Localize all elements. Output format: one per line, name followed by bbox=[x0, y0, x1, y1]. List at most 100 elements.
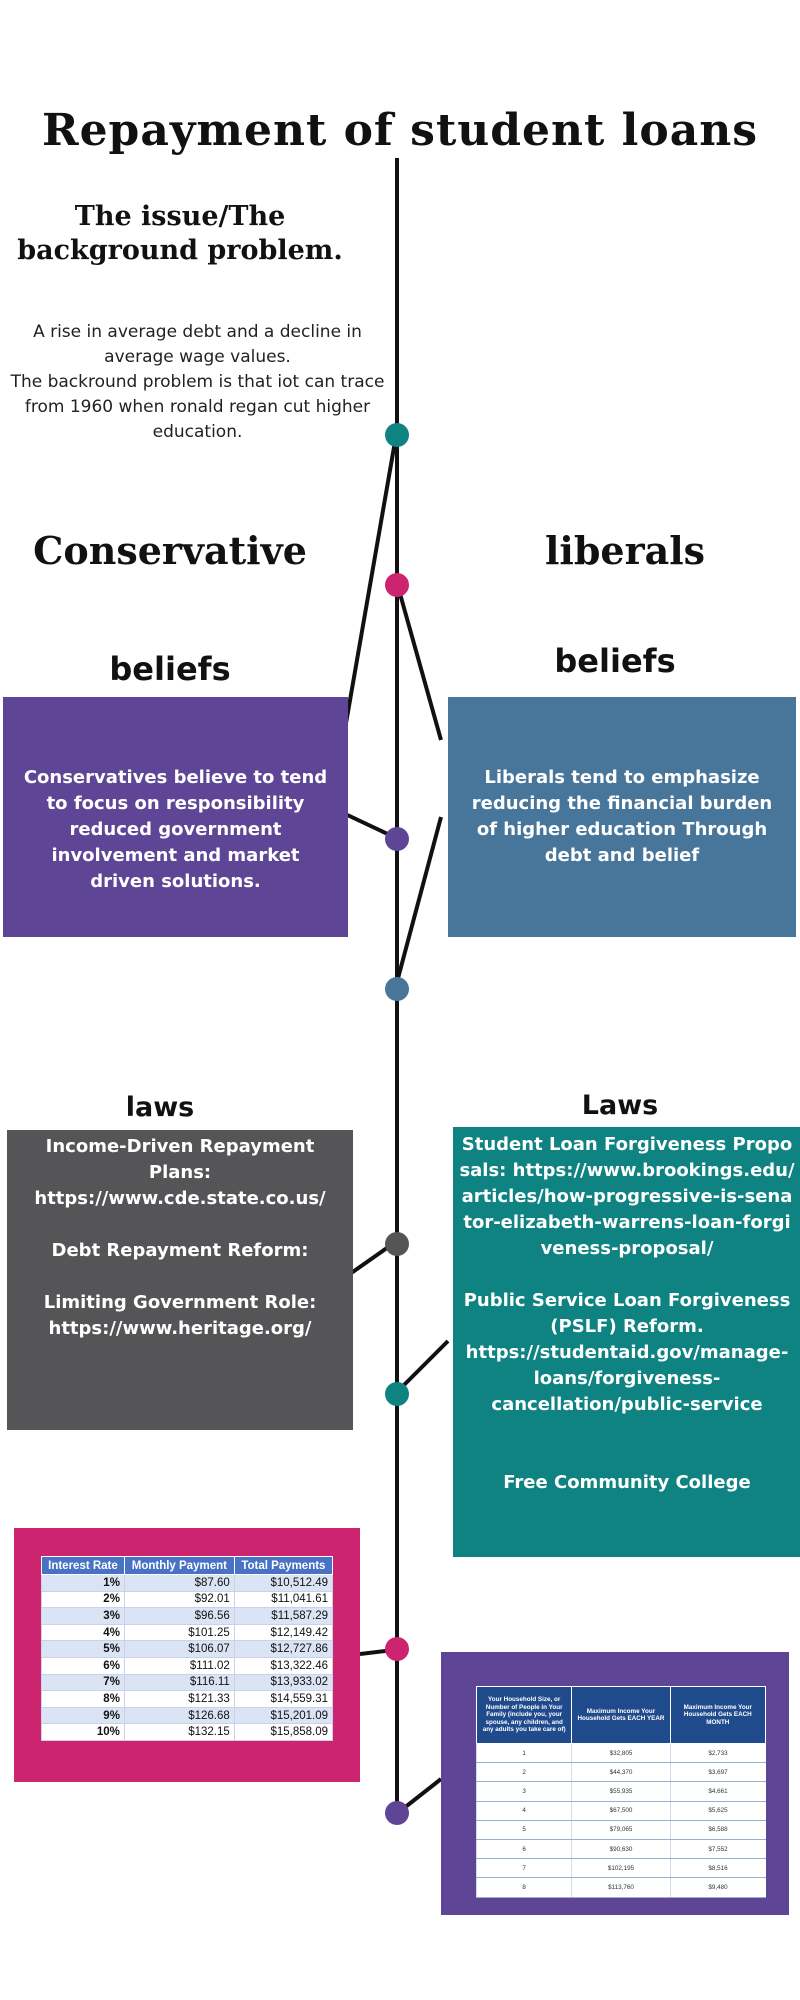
table-cell: 8 bbox=[475, 1877, 572, 1898]
table-cell: $4,661 bbox=[669, 1781, 766, 1802]
column-header: Maximum Income Your Household Gets EACH … bbox=[669, 1686, 767, 1744]
timeline-dot-purple-1 bbox=[385, 827, 409, 851]
timeline-dot-pink-1 bbox=[385, 573, 409, 597]
page-title: Repayment of student loans bbox=[42, 105, 758, 156]
table-cell: $32,805 bbox=[571, 1743, 671, 1764]
conservative-laws-box: Income-Driven Repayment Plans: https://w… bbox=[7, 1130, 353, 1430]
table-cell: 4 bbox=[475, 1801, 572, 1821]
household-income-table: Your Household Size, or Number of People… bbox=[475, 1686, 767, 1898]
table-cell: 9% bbox=[41, 1706, 125, 1725]
table-cell: 2% bbox=[41, 1590, 125, 1609]
issue-text-line: A rise in average debt and a decline in … bbox=[33, 322, 362, 367]
table-cell: $14,559.31 bbox=[233, 1690, 334, 1708]
law-item: Income-Driven Repayment Plans: https://w… bbox=[34, 1136, 326, 1209]
table-cell: 1 bbox=[475, 1743, 572, 1764]
liberal-beliefs-heading: beliefs bbox=[554, 642, 676, 680]
table-row: 6$90,630$7,552 bbox=[475, 1839, 766, 1860]
conservative-heading: Conservative bbox=[33, 528, 307, 573]
table-cell: $79,065 bbox=[571, 1820, 671, 1840]
liberal-beliefs-box: Liberals tend to emphasize reducing the … bbox=[448, 697, 796, 937]
conservative-laws-heading: laws bbox=[125, 1092, 195, 1123]
table-cell: $10,512.49 bbox=[233, 1574, 334, 1592]
table-cell: $7,552 bbox=[669, 1839, 766, 1860]
table-cell: 3 bbox=[475, 1781, 572, 1802]
table-row: 5$79,065$6,588 bbox=[475, 1820, 766, 1840]
table-cell: $8,516 bbox=[669, 1858, 766, 1879]
column-header: Monthly Payment bbox=[123, 1556, 235, 1575]
table-cell: $87.60 bbox=[123, 1574, 235, 1592]
table-row: 1%$87.60$10,512.49 bbox=[41, 1574, 334, 1592]
table-row: 1$32,805$2,733 bbox=[475, 1743, 766, 1764]
table-cell: $102,195 bbox=[571, 1858, 671, 1879]
table-cell: 5% bbox=[41, 1640, 125, 1658]
table-cell: 6 bbox=[475, 1839, 572, 1860]
table-cell: $44,370 bbox=[571, 1762, 671, 1783]
table-cell: 5 bbox=[475, 1820, 572, 1840]
table-row: 10%$132.15$15,858.09 bbox=[41, 1723, 334, 1741]
timeline-dot-teal-2 bbox=[385, 1382, 409, 1406]
table-row: 8%$121.33$14,559.31 bbox=[41, 1690, 334, 1708]
liberals-heading: liberals bbox=[544, 528, 706, 573]
table-cell: $96.56 bbox=[123, 1607, 235, 1625]
table-row: 4$67,500$5,625 bbox=[475, 1801, 766, 1821]
table-cell: $2,733 bbox=[669, 1743, 766, 1764]
issue-text-line: The backround problem is that iot can tr… bbox=[10, 372, 385, 442]
timeline-dot-gray bbox=[385, 1232, 409, 1256]
table-cell: $101.25 bbox=[123, 1623, 235, 1642]
table-cell: $106.07 bbox=[123, 1640, 235, 1658]
table-cell: $6,588 bbox=[669, 1820, 766, 1840]
table-cell: 7 bbox=[475, 1858, 572, 1879]
table-cell: $9,480 bbox=[669, 1877, 766, 1898]
interest-rate-table: Interest Rate Monthly Payment Total Paym… bbox=[41, 1556, 334, 1741]
liberal-laws-box: Student Loan Forgiveness Proposals: http… bbox=[453, 1127, 800, 1557]
table-row: 2$44,370$3,697 bbox=[475, 1762, 766, 1783]
table-cell: $67,500 bbox=[571, 1801, 671, 1821]
table-cell: $55,935 bbox=[571, 1781, 671, 1802]
table-cell: $11,041.61 bbox=[233, 1590, 334, 1609]
law-item: Public Service Loan Forgiveness (PSLF) R… bbox=[463, 1290, 791, 1415]
liberal-beliefs-text: Liberals tend to emphasize reducing the … bbox=[471, 767, 773, 866]
conservative-beliefs-box: Conservatives believe to tend to focus o… bbox=[3, 697, 348, 937]
table-cell: 1% bbox=[41, 1574, 125, 1592]
table-row: 8$113,760$9,480 bbox=[475, 1877, 766, 1898]
table-cell: 2 bbox=[475, 1762, 572, 1783]
table-cell: $13,933.02 bbox=[233, 1673, 334, 1692]
conservative-beliefs-heading: beliefs bbox=[109, 650, 231, 688]
table-cell: $121.33 bbox=[123, 1690, 235, 1708]
table-row: 4%$101.25$12,149.42 bbox=[41, 1623, 334, 1642]
table-row: 2%$92.01$11,041.61 bbox=[41, 1590, 334, 1609]
column-header: Total Payments bbox=[233, 1556, 334, 1575]
table-cell: 10% bbox=[41, 1723, 125, 1741]
table-cell: 4% bbox=[41, 1623, 125, 1642]
issue-heading: The issue/The background problem. bbox=[17, 201, 343, 266]
table-cell: $15,858.09 bbox=[233, 1723, 334, 1741]
table-cell: $113,760 bbox=[571, 1877, 671, 1898]
table-cell: $5,625 bbox=[669, 1801, 766, 1821]
table-cell: $90,630 bbox=[571, 1839, 671, 1860]
table-cell: $12,149.42 bbox=[233, 1623, 334, 1642]
column-header: Maximum Income Your Household Gets EACH … bbox=[571, 1686, 671, 1744]
law-item: Student Loan Forgiveness Proposals: http… bbox=[459, 1134, 795, 1259]
table-cell: 8% bbox=[41, 1690, 125, 1708]
timeline-dot-blue bbox=[385, 977, 409, 1001]
table-cell: $116.11 bbox=[123, 1673, 235, 1692]
law-item: Free Community College bbox=[503, 1472, 751, 1493]
timeline-dot-teal-1 bbox=[385, 423, 409, 447]
table-row: 5%$106.07$12,727.86 bbox=[41, 1640, 334, 1658]
conservative-beliefs-text: Conservatives believe to tend to focus o… bbox=[23, 767, 328, 892]
table-cell: 6% bbox=[41, 1656, 125, 1675]
table-cell: $13,322.46 bbox=[233, 1656, 334, 1675]
table-row: 3$55,935$4,661 bbox=[475, 1781, 766, 1802]
timeline-dot-pink-2 bbox=[385, 1637, 409, 1661]
table-cell: $3,697 bbox=[669, 1762, 766, 1783]
table-row: 3%$96.56$11,587.29 bbox=[41, 1607, 334, 1625]
column-header: Interest Rate bbox=[41, 1556, 125, 1575]
law-item: Debt Repayment Reform: bbox=[51, 1240, 309, 1261]
table-row: 7%$116.11$13,933.02 bbox=[41, 1673, 334, 1692]
table-row: 6%$111.02$13,322.46 bbox=[41, 1656, 334, 1675]
table-cell: 7% bbox=[41, 1673, 125, 1692]
table-row: 7$102,195$8,516 bbox=[475, 1858, 766, 1879]
issue-text: A rise in average debt and a decline in … bbox=[0, 320, 395, 445]
table-cell: $111.02 bbox=[123, 1656, 235, 1675]
table-cell: $132.15 bbox=[123, 1723, 235, 1741]
